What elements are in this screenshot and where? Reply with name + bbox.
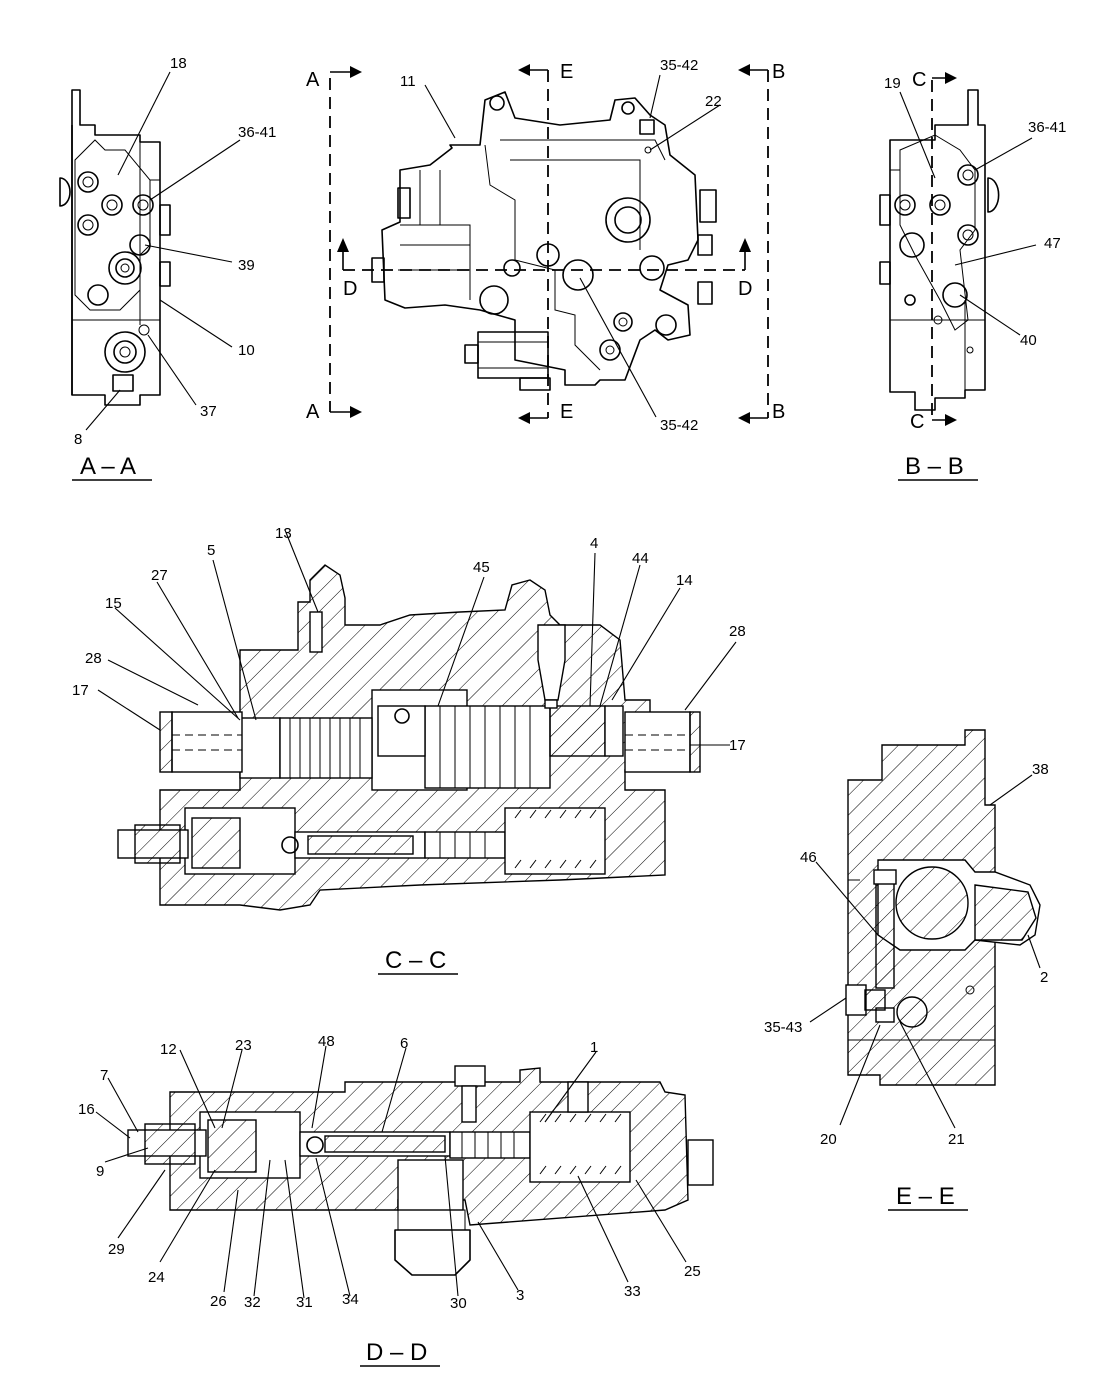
callout-11: 11 <box>400 73 416 90</box>
callout-35-42-top: 35-42 <box>660 57 698 74</box>
section-marker-c-top: C <box>912 69 926 91</box>
callout-48: 48 <box>318 1033 335 1050</box>
section-marker-e-top: E <box>560 61 573 83</box>
callout-26: 26 <box>210 1293 227 1310</box>
callout-17-left: 17 <box>72 682 89 699</box>
callout-45: 45 <box>473 559 490 576</box>
callout-36-41: 36-41 <box>238 124 276 141</box>
callout-13: 13 <box>275 525 292 542</box>
callout-21: 21 <box>948 1131 965 1148</box>
callout-35-43: 35-43 <box>764 1019 802 1036</box>
callout-12: 12 <box>160 1041 177 1058</box>
callout-38: 38 <box>1032 761 1049 778</box>
callout-1: 1 <box>590 1039 598 1056</box>
callout-25: 25 <box>684 1263 701 1280</box>
view-title-ee: E – E <box>896 1183 955 1210</box>
section-marker-a-top: A <box>306 69 320 91</box>
callout-31: 31 <box>296 1294 313 1311</box>
callout-7: 7 <box>100 1067 108 1084</box>
callout-8: 8 <box>74 431 82 448</box>
spring-cc <box>514 809 597 869</box>
callout-15: 15 <box>105 595 122 612</box>
callout-20: 20 <box>820 1131 837 1148</box>
callout-18: 18 <box>170 55 187 72</box>
view-a-a: 18 36-41 39 10 37 8 A – A <box>59 55 276 481</box>
callout-44: 44 <box>632 550 649 567</box>
callout-32: 32 <box>244 1294 261 1311</box>
callout-17-right: 17 <box>729 737 746 754</box>
view-c-c: 13 5 27 15 28 17 45 4 44 14 28 17 C – C <box>72 525 746 975</box>
callout-40: 40 <box>1020 332 1037 349</box>
section-marker-b-top: B <box>772 61 785 83</box>
callout-28-left: 28 <box>85 650 102 667</box>
callout-35-42-bottom: 35-42 <box>660 417 698 434</box>
callout-36-41-bb: 36-41 <box>1028 119 1066 136</box>
view-title-bb: B – B <box>905 453 964 480</box>
callout-10: 10 <box>238 342 255 359</box>
view-title-aa: A – A <box>80 453 136 480</box>
callout-22: 22 <box>705 93 722 110</box>
callout-29: 29 <box>108 1241 125 1258</box>
callout-19: 19 <box>884 75 901 92</box>
callout-3: 3 <box>516 1287 524 1304</box>
callout-37: 37 <box>200 403 217 420</box>
callout-28-right: 28 <box>729 623 746 640</box>
section-marker-c-bottom: C <box>910 411 924 433</box>
callout-4: 4 <box>590 535 598 552</box>
section-marker-e-bottom: E <box>560 401 573 423</box>
spool-grooves <box>289 718 361 778</box>
section-marker-a-bottom: A <box>306 401 320 423</box>
callout-16: 16 <box>78 1101 95 1118</box>
view-b-b: C C 19 36-41 47 40 B – B <box>879 69 1066 481</box>
callout-2: 2 <box>1040 969 1048 986</box>
view-title-dd: D – D <box>366 1339 427 1366</box>
callout-30: 30 <box>450 1295 467 1312</box>
callout-46: 46 <box>800 849 817 866</box>
view-e-e: 38 46 2 35-43 20 21 E – E <box>764 729 1049 1211</box>
section-marker-b-bottom: B <box>772 401 785 423</box>
spring-dd <box>539 1113 622 1175</box>
callout-23: 23 <box>235 1037 252 1054</box>
callout-14: 14 <box>676 572 693 589</box>
view-front: A A E E B B D D <box>306 57 785 434</box>
callout-5: 5 <box>207 542 215 559</box>
callout-33: 33 <box>624 1283 641 1300</box>
callout-34: 34 <box>342 1291 359 1308</box>
section-marker-d-right: D <box>738 278 752 300</box>
callout-24: 24 <box>148 1269 165 1286</box>
callout-27: 27 <box>151 567 168 584</box>
view-title-cc: C – C <box>385 947 446 974</box>
callout-6: 6 <box>400 1035 408 1052</box>
view-d-d: 12 23 48 6 1 7 16 9 29 24 26 32 31 34 30… <box>78 1033 714 1367</box>
callout-39: 39 <box>238 257 255 274</box>
section-marker-d-left: D <box>343 278 357 300</box>
callout-9: 9 <box>96 1163 104 1180</box>
callout-47: 47 <box>1044 235 1061 252</box>
